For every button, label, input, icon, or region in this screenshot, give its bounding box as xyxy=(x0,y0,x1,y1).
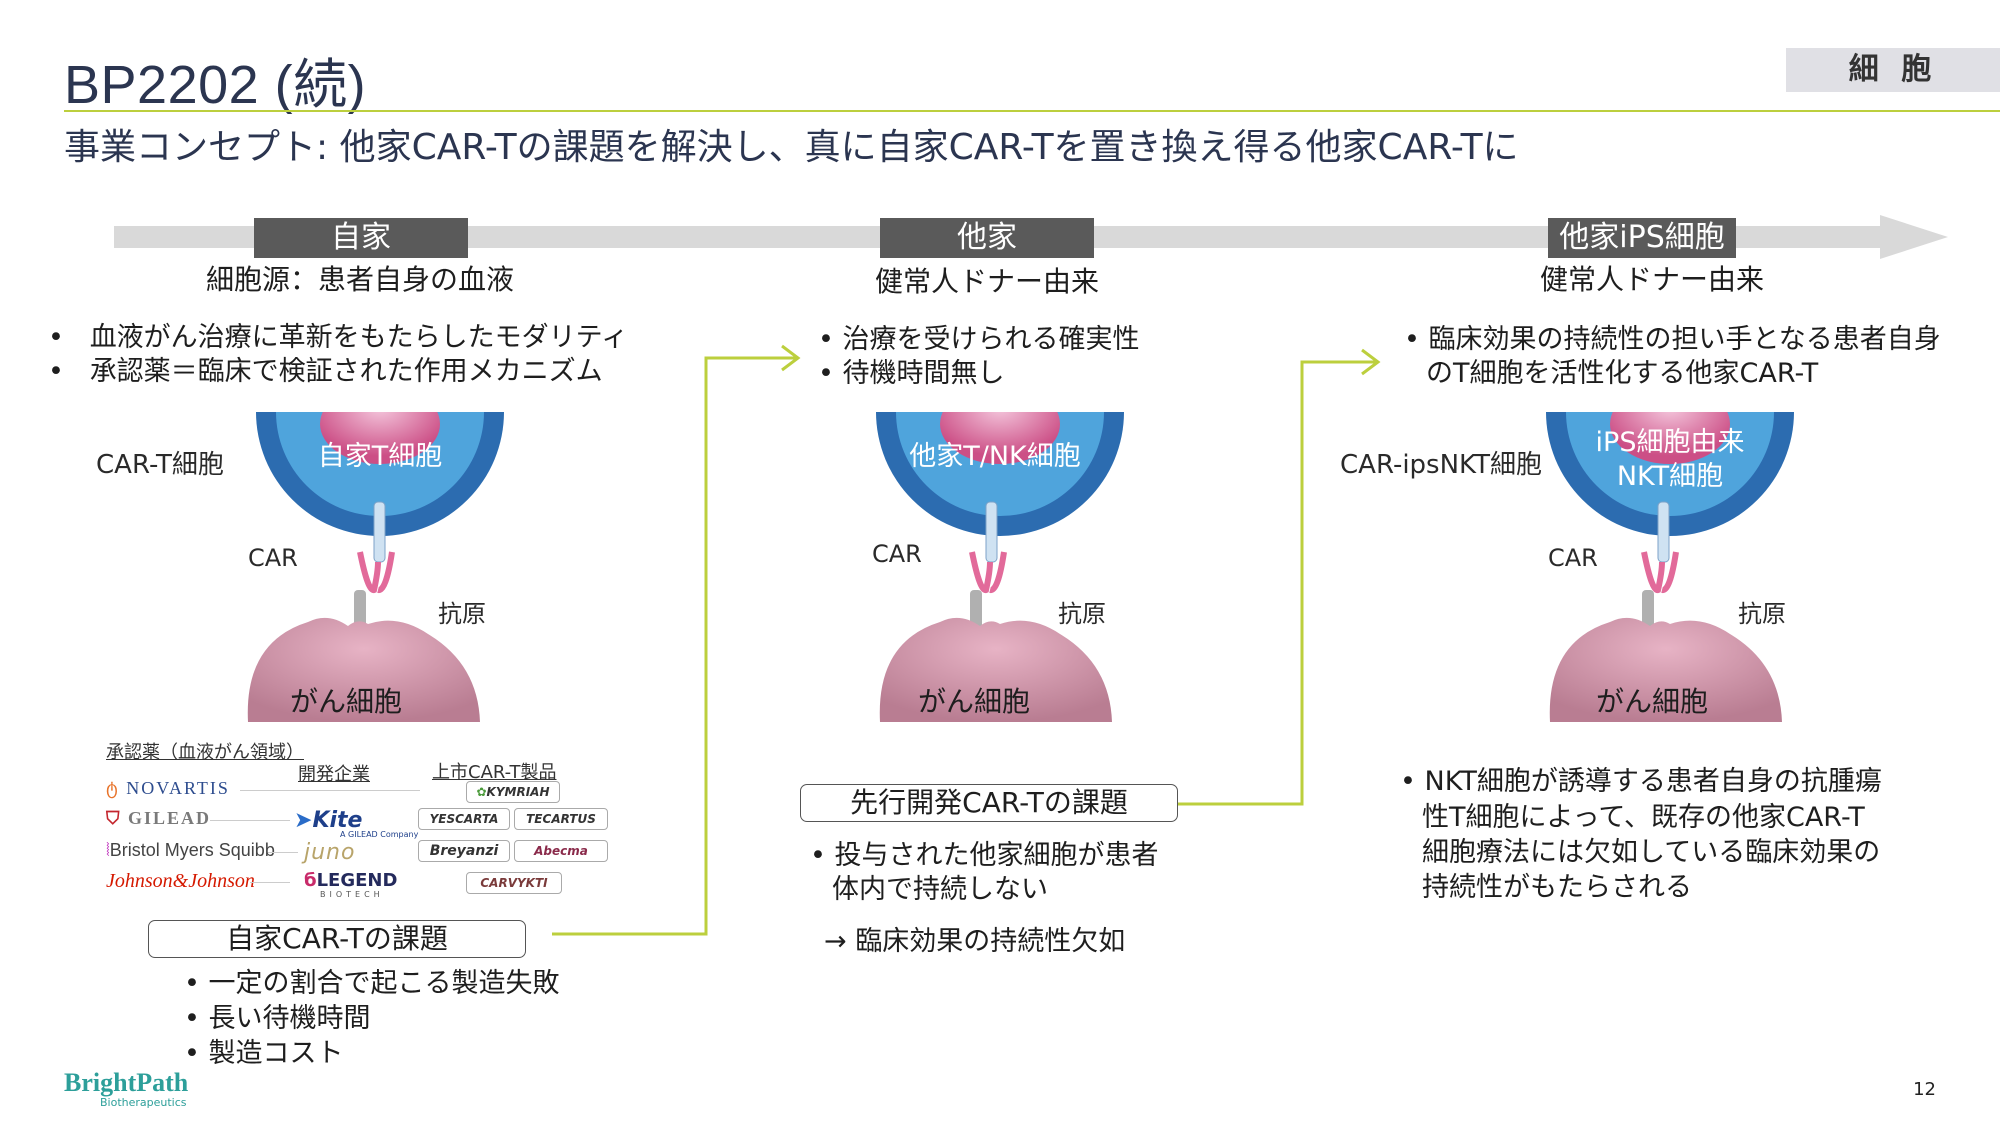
cell-text-ips-2: NKT細胞 xyxy=(1616,461,1724,492)
product-tecartus: TECARTUS xyxy=(514,808,608,830)
bullet-autologous-2: • 承認薬＝臨床で検証された作用メカニズム xyxy=(48,356,603,387)
product-breyanzi: Breyanzi xyxy=(418,840,510,862)
label-car-3: CAR xyxy=(1548,544,1598,572)
approved-col-product: 上市CAR-T製品 xyxy=(432,762,557,783)
source-allogeneic: 健常人ドナー由来 xyxy=(874,265,1099,298)
cell-text-ips-1: iPS細胞由来 xyxy=(1595,427,1745,458)
issue-auto-bullet-1: • 一定の割合で起こる製造失敗 xyxy=(184,968,560,999)
label-car-t-cell: CAR-T細胞 xyxy=(96,450,224,480)
connector-arrows xyxy=(552,344,801,936)
product-yescarta: YESCARTA xyxy=(418,808,510,830)
benefit-line-4: 持続性がもたらされる xyxy=(1422,872,1692,903)
approved-heading: 承認薬（血液がん領域） xyxy=(106,742,304,763)
issue-auto-bullet-2: • 長い待機時間 xyxy=(184,1003,371,1034)
label-car-2: CAR xyxy=(872,540,922,568)
label-car-1: CAR xyxy=(248,544,298,572)
car-t-illustration-allogeneic xyxy=(876,412,1124,722)
issue-allo-bullet-1: • 投与された他家細胞が患者 xyxy=(810,840,1159,871)
logo-brightpath-sub: Biotherapeutics xyxy=(100,1096,187,1109)
car-t-illustration-ips xyxy=(1546,412,1794,722)
benefit-line-1: • NKT細胞が誘導する患者自身の抗腫瘍 xyxy=(1400,766,1882,797)
logo-legend-sub: BIOTECH xyxy=(320,890,384,899)
car-t-illustration-autologous xyxy=(247,412,504,722)
connector-line xyxy=(240,790,420,791)
label-cancer-2: がん細胞 xyxy=(918,685,1031,718)
bullet-ips-2: のT細胞を活性化する他家CAR-T xyxy=(1426,358,1819,389)
label-antigen-3: 抗原 xyxy=(1738,600,1786,628)
label-antigen-2: 抗原 xyxy=(1058,600,1106,628)
cell-text-allogeneic: 他家T/NK細胞 xyxy=(909,441,1081,472)
logo-jnj: Johnson&Johnson xyxy=(106,870,255,892)
approved-col-company: 開発企業 xyxy=(298,764,370,785)
phase-label-ips: 他家iPS細胞 xyxy=(1548,218,1736,258)
bullet-ips-1: • 臨床効果の持続性の担い手となる患者自身 xyxy=(1404,324,1941,355)
issue-auto-title: 自家CAR-Tの課題 xyxy=(148,920,526,958)
label-car-ipsnkt-cell: CAR-ipsNKT細胞 xyxy=(1340,450,1542,480)
benefit-line-3: 細胞療法には欠如している臨床効果の xyxy=(1422,837,1881,868)
logo-kite: ➤Kite xyxy=(294,808,363,833)
label-antigen-1: 抗原 xyxy=(438,600,486,628)
connector-line xyxy=(210,820,290,821)
source-ips: 健常人ドナー由来 xyxy=(1539,263,1764,296)
connector-line xyxy=(268,852,298,853)
label-cancer-1: がん細胞 xyxy=(290,685,403,718)
bullet-autologous-1: • 血液がん治療に革新をもたらしたモダリティ xyxy=(48,322,629,353)
logo-gilead: ⛉ GILEAD xyxy=(106,808,212,828)
issue-allo-conclusion: → 臨床効果の持続性欠如 xyxy=(824,926,1126,957)
logo-bms: ⦚Bristol Myers Squibb xyxy=(106,840,275,860)
legend-mark-icon: б xyxy=(304,870,317,891)
category-tag: 細 胞 xyxy=(1786,48,2000,92)
product-abecma: Abecma xyxy=(514,840,608,862)
bms-mark-icon: ⦚ xyxy=(106,840,110,860)
cell-text-autologous: 自家T細胞 xyxy=(317,441,443,472)
benefit-line-2: 性T細胞によって、既存の他家CAR-T xyxy=(1422,802,1865,833)
phase-label-autologous: 自家 xyxy=(254,218,468,258)
timeline-arrowhead xyxy=(1880,215,1948,259)
page-subtitle: 事業コンセプト: 他家CAR-Tの課題を解決し、真に自家CAR-Tを置き換え得る… xyxy=(64,127,1519,168)
logo-brightpath: BrightPath xyxy=(64,1068,189,1097)
novartis-flame-icon: ტ xyxy=(106,778,120,798)
bullet-allogeneic-2: • 待機時間無し xyxy=(818,358,1005,389)
logo-juno: juno xyxy=(304,840,356,865)
page-title: BP2202 (続) xyxy=(64,55,367,115)
issue-allo-bullet-2: 体内で持続しない xyxy=(832,874,1048,905)
gilead-shield-icon: ⛉ xyxy=(106,808,122,828)
logo-legend: бLEGEND xyxy=(304,870,398,891)
issue-auto-bullet-3: • 製造コスト xyxy=(184,1038,344,1069)
page-number: 12 xyxy=(1913,1079,1936,1100)
issue-allo-title: 先行開発CAR-Tの課題 xyxy=(800,784,1178,822)
logo-kite-sub: A GILEAD Company xyxy=(340,830,419,839)
logo-novartis: ტ NOVARTIS xyxy=(106,778,230,798)
source-autologous: 細胞源：患者自身の血液 xyxy=(205,263,514,296)
product-kymriah: ✿KYMRIAH xyxy=(466,781,560,803)
bullet-allogeneic-1: • 治療を受けられる確実性 xyxy=(818,324,1140,355)
title-divider xyxy=(64,110,2000,112)
product-carvykti: CARVYKTI xyxy=(466,872,562,894)
phase-label-allogeneic: 他家 xyxy=(880,218,1094,258)
connector-line xyxy=(250,882,290,883)
kymriah-icon: ✿ xyxy=(476,785,487,799)
kite-icon: ➤ xyxy=(294,808,313,833)
label-cancer-3: がん細胞 xyxy=(1596,685,1709,718)
connector-arrow-2 xyxy=(1174,348,1381,806)
